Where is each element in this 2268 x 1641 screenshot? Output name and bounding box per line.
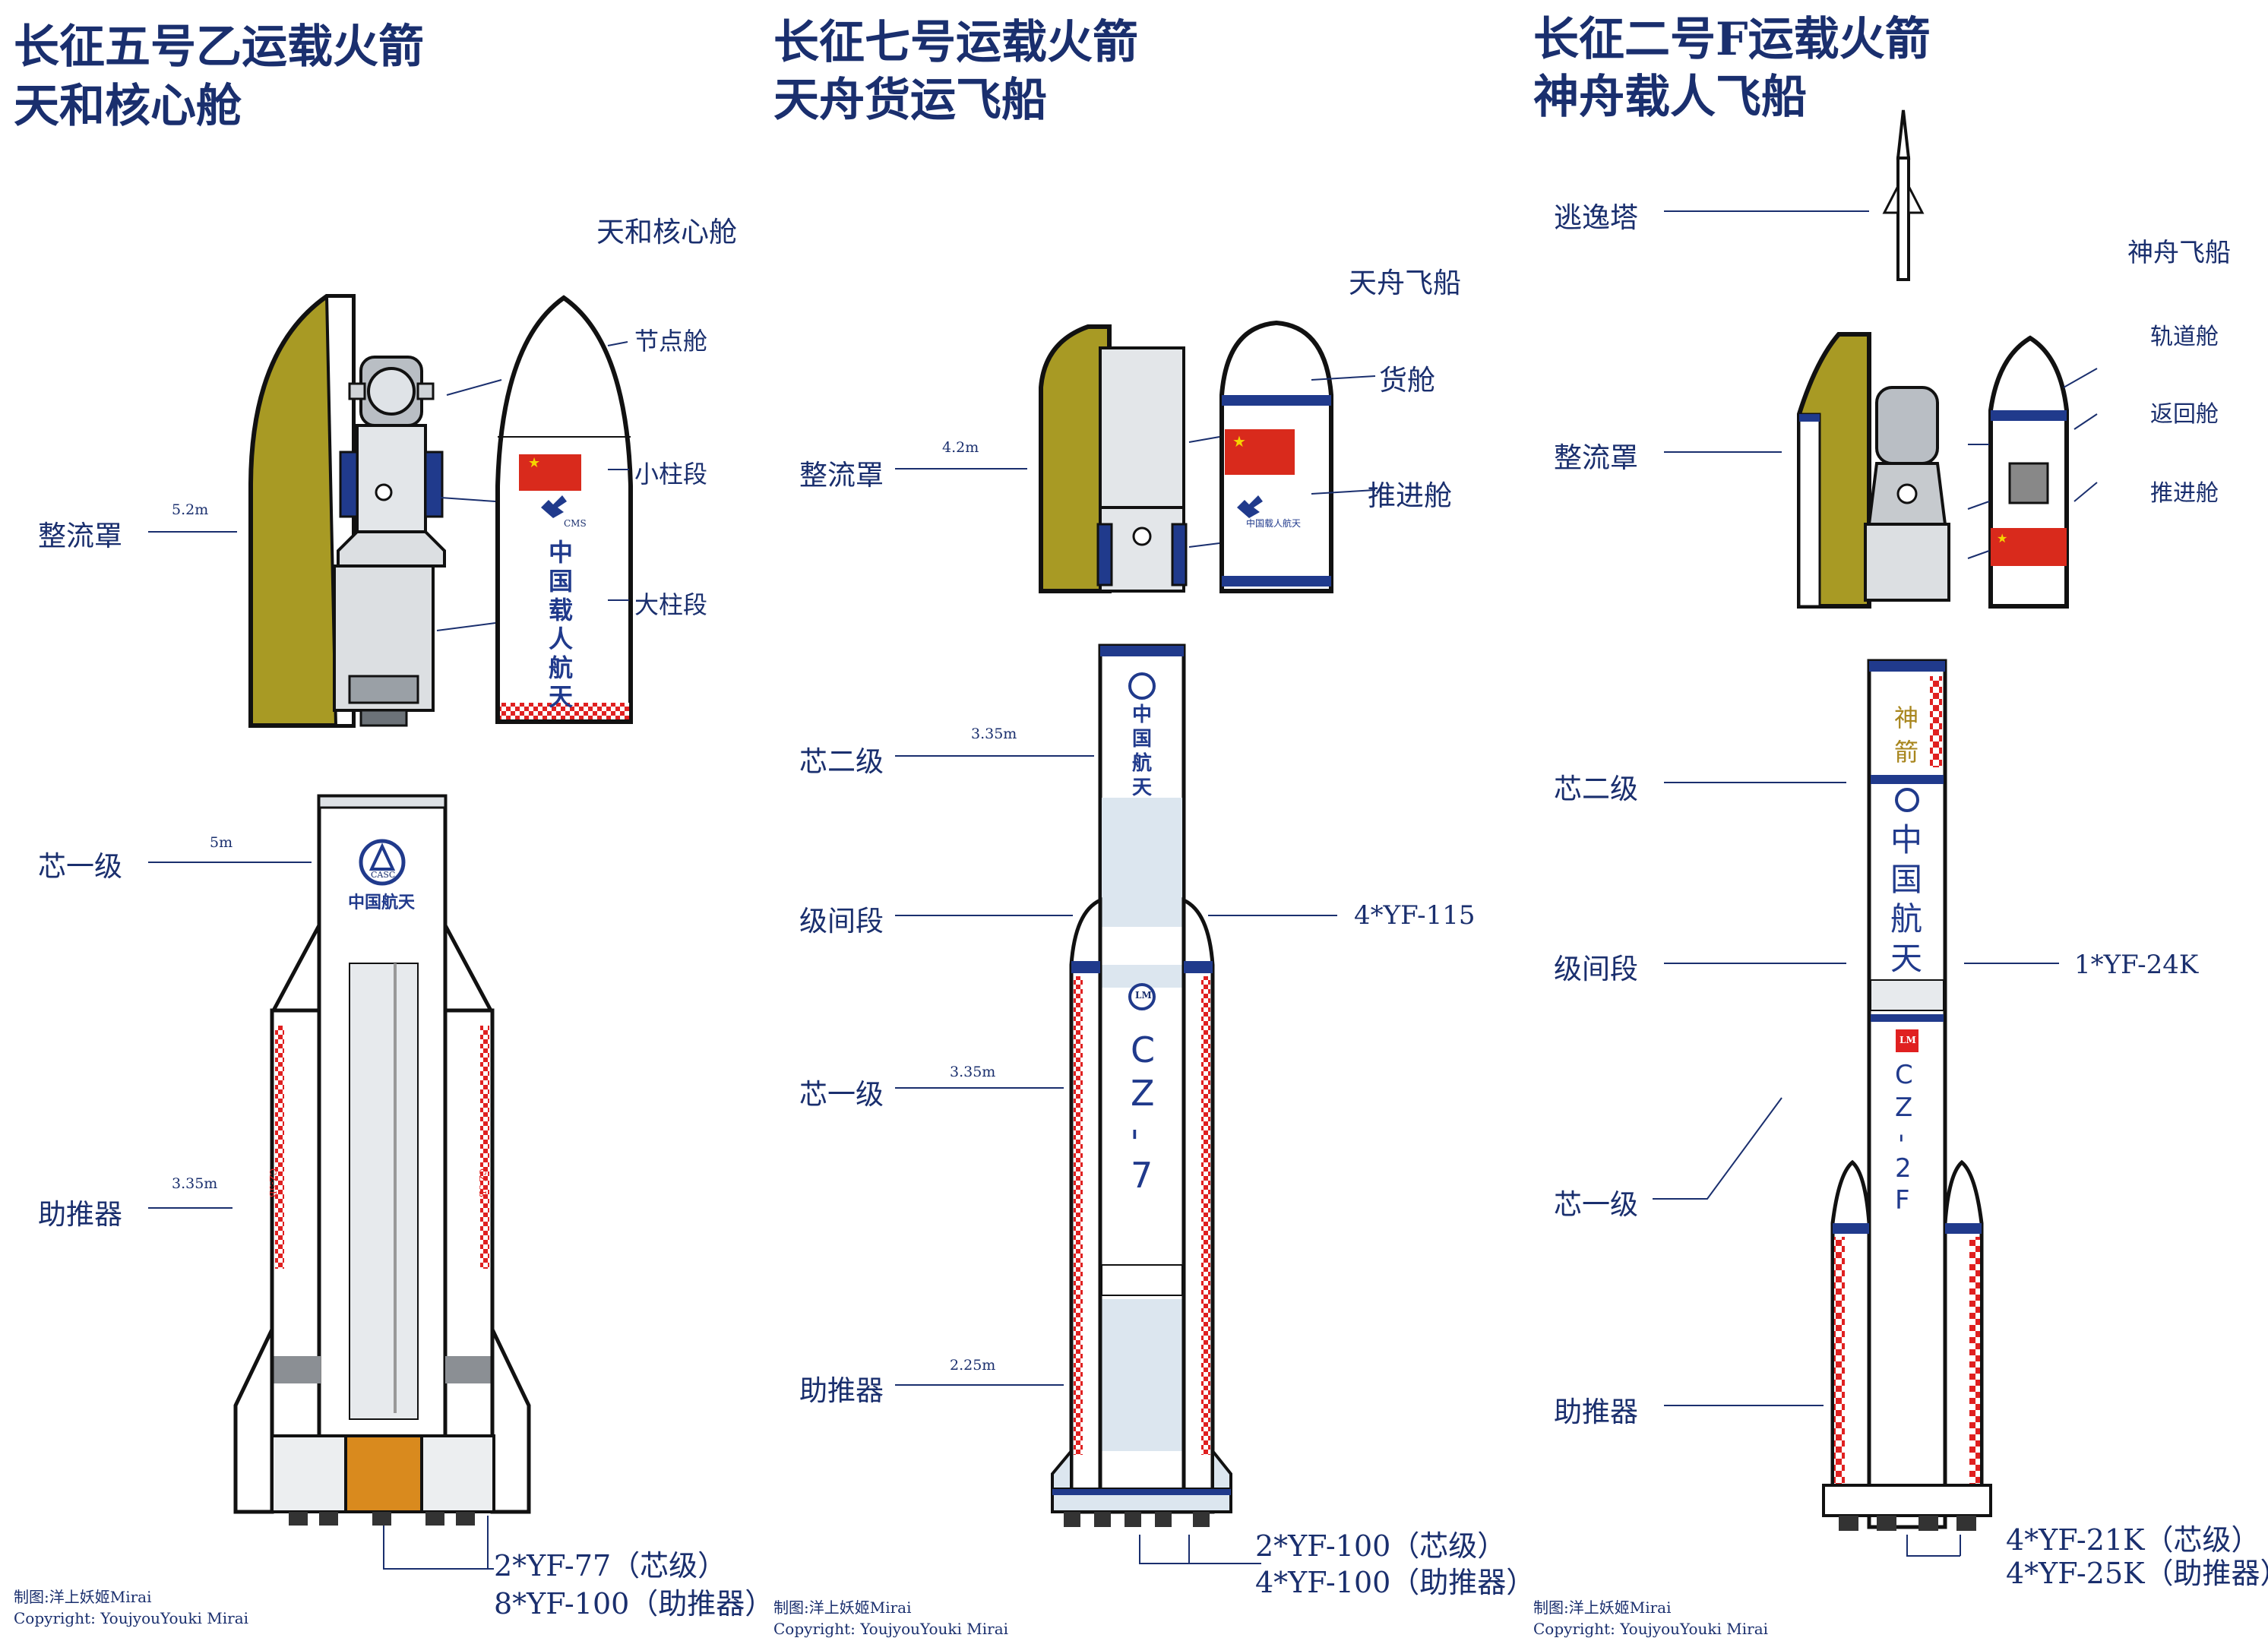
shenzhou-spacecraft xyxy=(1864,386,1950,602)
cz2f-code-dash: - xyxy=(1887,1133,1918,1143)
cz5b-rocket-name: 中国航天 xyxy=(348,893,416,912)
cz2f-engines-booster: 4*YF-25K（助推器） xyxy=(2006,1557,2268,1590)
cz7-rocket-name: 中国航天 xyxy=(1131,704,1152,799)
tianhe-module xyxy=(333,356,446,727)
cz2f-credit-copyright: Copyright: YoujyouYouki Mirai xyxy=(1533,1620,1769,1638)
cz7-title-line2: 天舟货运飞船 xyxy=(773,74,1047,127)
cz2f-label-interstage: 级间段 xyxy=(1554,953,1638,985)
cz2f-rocket xyxy=(1822,659,1992,1531)
tianzhou-label: 天舟飞船 xyxy=(1349,267,1461,299)
cz2f-name-4: 天 xyxy=(1890,940,1923,977)
cz2f-upper-engines: 1*YF-24K xyxy=(2074,950,2199,980)
cz7-credit-author: 制图:洋上妖姬Mirai xyxy=(773,1598,912,1617)
cz5b-fairing-vertical-text: 中国载人航天 xyxy=(548,538,573,711)
cz5b-dim-booster: 3.35m xyxy=(172,1175,218,1192)
cz5b-rocket xyxy=(233,794,531,1526)
shenzhou-part-propulsion: 推进舱 xyxy=(2150,480,2219,507)
cz5b-credit-author: 制图:洋上妖姬Mirai xyxy=(14,1588,152,1606)
cz5b-dim-core1: 5m xyxy=(210,834,233,851)
shenzhou-label: 神舟飞船 xyxy=(2127,238,2231,268)
cz7-label-core2: 芯二级 xyxy=(799,745,884,778)
svg-text:★: ★ xyxy=(528,455,540,471)
cz2f-label-core2: 芯二级 xyxy=(1554,773,1638,805)
tianhe-part-node: 节点舱 xyxy=(634,327,708,356)
cz5b-engines-booster: 8*YF-100（助推器） xyxy=(494,1587,774,1620)
cz7-leader-lines xyxy=(895,375,1376,1564)
cz2f-fairing-closed: ★ xyxy=(1988,335,2069,609)
cz5b-casc-logo: CASC xyxy=(371,870,396,880)
cz7-label-core1: 芯一级 xyxy=(799,1078,884,1111)
tianhe-part-small-cylinder: 小柱段 xyxy=(634,460,708,489)
cz5b-title-line2: 天和核心舱 xyxy=(14,80,242,133)
cz7-label-interstage: 级间段 xyxy=(799,905,884,937)
cz5b-fairing-cms-label: CMS xyxy=(564,518,587,529)
cz7-code-c: C xyxy=(1131,1029,1156,1070)
cz2f-name-2: 国 xyxy=(1890,861,1923,898)
cz7-upper-engines: 4*YF-115 xyxy=(1354,900,1476,931)
tianzhou-part-propulsion: 推进舱 xyxy=(1368,479,1452,512)
cz5b-engines-core: 2*YF-77（芯级） xyxy=(494,1549,727,1583)
cz2f-label-fairing: 整流罩 xyxy=(1554,441,1638,474)
cz2f-label-booster: 助推器 xyxy=(1554,1396,1638,1428)
svg-text:★: ★ xyxy=(1997,531,2007,545)
cz2f-label-escape: 逃逸塔 xyxy=(1554,201,1638,234)
cz2f-code-c: C xyxy=(1895,1060,1913,1090)
cz5b-leader-lines xyxy=(148,341,629,1570)
cz2f-code-z: Z xyxy=(1895,1092,1913,1123)
cz2f-fairing-half-open xyxy=(1797,332,1871,609)
cz7-code-z: Z xyxy=(1131,1073,1155,1114)
escape-tower xyxy=(1882,109,1925,281)
cz7-engines-core: 2*YF-100（芯级） xyxy=(1255,1529,1507,1563)
cz7-fairing-text: 中国载人航天 xyxy=(1246,518,1302,529)
cz7-dim-core1: 3.35m xyxy=(950,1064,996,1080)
cz7-title-line1: 长征七号运载火箭 xyxy=(773,16,1138,69)
cz5b-fairing-closed: ★ xyxy=(495,295,633,724)
cz2f-engines-core: 4*YF-21K（芯级） xyxy=(2006,1523,2260,1557)
cz7-fairing-half-open xyxy=(1039,324,1112,593)
cz7-label-fairing: 整流罩 xyxy=(799,459,884,492)
cz7-lm-logo: LM xyxy=(1135,990,1152,1001)
shenzhou-part-orbital: 轨道舱 xyxy=(2150,324,2219,350)
tianhe-module-label: 天和核心舱 xyxy=(596,216,737,248)
cz5b-dim-fairing: 5.2m xyxy=(172,501,209,518)
cz5b-title-line1: 长征五号乙运载火箭 xyxy=(14,21,424,74)
cz2f-code-2: 2 xyxy=(1895,1153,1912,1184)
cz7-rocket xyxy=(1051,643,1232,1527)
cz7-credit-copyright: Copyright: YoujyouYouki Mirai xyxy=(773,1620,1009,1638)
cz2f-lm-logo: LM xyxy=(1899,1035,1916,1045)
tianhe-part-large-cylinder: 大柱段 xyxy=(634,590,708,619)
cz7-code-7: 7 xyxy=(1131,1155,1153,1196)
cz7-dim-fairing: 4.2m xyxy=(942,439,979,456)
shenzhou-part-reentry: 返回舱 xyxy=(2150,401,2219,428)
svg-text:★: ★ xyxy=(1232,432,1246,451)
cz2f-code-f: F xyxy=(1895,1185,1910,1216)
cz7-dim-core2: 3.35m xyxy=(971,726,1017,742)
cz2f-leader-lines xyxy=(1653,210,2098,1557)
cz5b-booster-mark-right: CZ-5B xyxy=(477,1168,489,1198)
cz7-label-booster: 助推器 xyxy=(799,1374,884,1407)
cz2f-shenjian-2: 箭 xyxy=(1894,738,1919,767)
cz7-fairing-closed: ★ xyxy=(1219,320,1333,593)
cz5b-label-fairing: 整流罩 xyxy=(38,520,122,552)
cz5b-booster-mark-left: CZ-5B xyxy=(267,1168,279,1198)
cz2f-label-core1: 芯一级 xyxy=(1554,1188,1638,1221)
cz7-code-dash: - xyxy=(1116,1127,1158,1141)
cz2f-credit-author: 制图:洋上妖姬Mirai xyxy=(1533,1598,1672,1617)
cz7-engines-booster: 4*YF-100（助推器） xyxy=(1255,1566,1536,1599)
cz5b-credit-copyright: Copyright: YoujyouYouki Mirai xyxy=(14,1609,249,1627)
cz2f-shenjian-1: 神 xyxy=(1894,704,1919,732)
tianzhou-part-cargo: 货舱 xyxy=(1379,364,1435,397)
cz2f-title-line1: 长征二号F运载火箭 xyxy=(1533,13,1931,66)
cz5b-fairing-cms-logo xyxy=(541,495,567,518)
cz2f-name-1: 中 xyxy=(1890,821,1923,858)
cz5b-label-booster: 助推器 xyxy=(38,1198,122,1231)
cz2f-name-3: 航 xyxy=(1890,900,1923,937)
cz7-dim-booster: 2.25m xyxy=(950,1357,996,1374)
cz2f-title-line2: 神舟载人飞船 xyxy=(1533,71,1807,124)
tianzhou-cargo xyxy=(1096,346,1188,593)
cz5b-label-core1: 芯一级 xyxy=(38,850,122,883)
